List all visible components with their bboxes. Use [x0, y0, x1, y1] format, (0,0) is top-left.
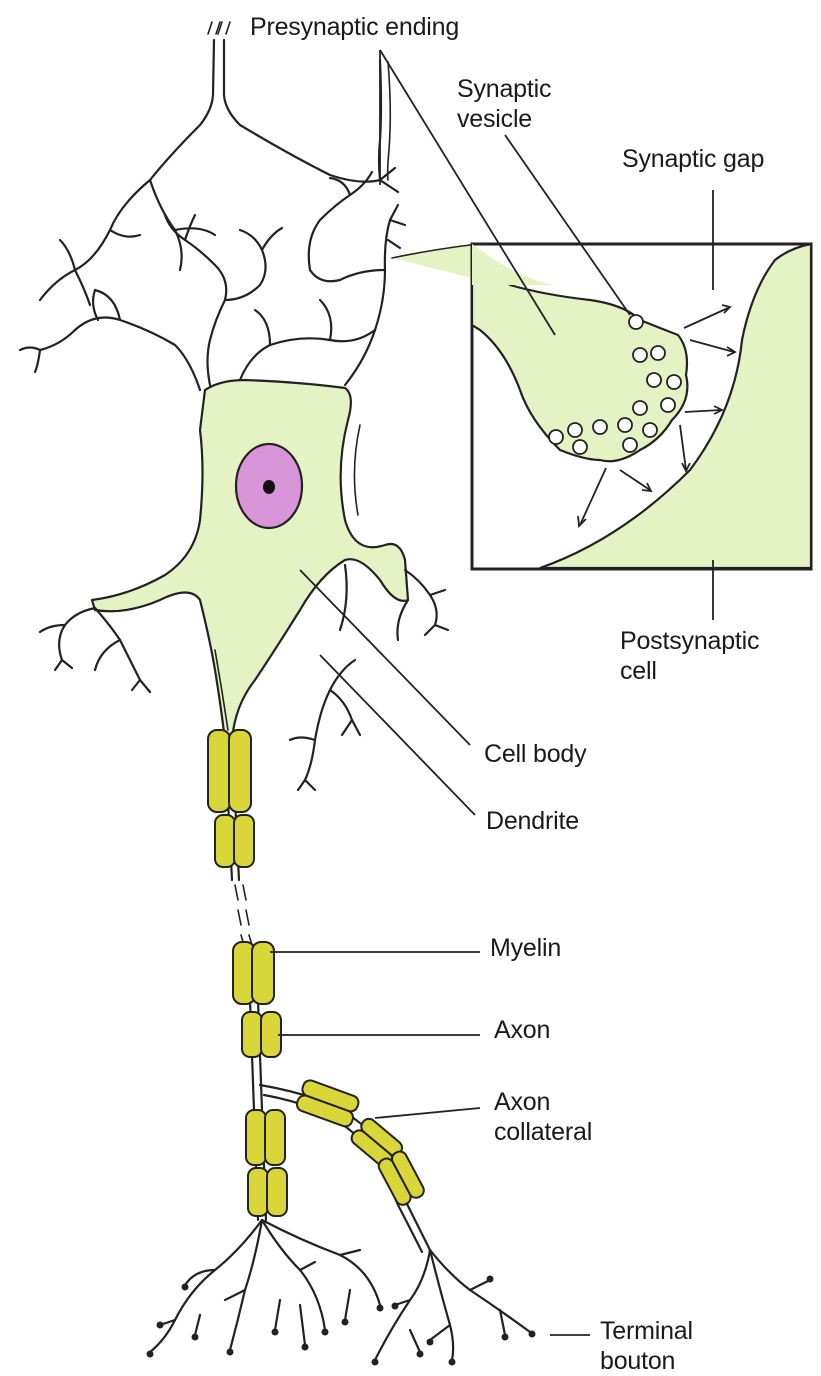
terminal-branches [147, 1220, 536, 1366]
label-axon-collateral: Axon collateral [494, 1087, 592, 1147]
synapse-inset [392, 244, 811, 569]
label-postsynaptic-cell: Postsynaptic cell [620, 626, 759, 686]
nucleus [236, 444, 302, 528]
incoming-fiber [40, 22, 380, 300]
label-synaptic-gap: Synaptic gap [622, 144, 764, 174]
cell-body-shape [92, 380, 408, 740]
label-axon: Axon [494, 1015, 550, 1045]
label-terminal-bouton: Terminal bouton [600, 1316, 693, 1376]
label-synaptic-vesicle: Synaptic vesicle [457, 74, 551, 134]
label-presynaptic-ending: Presynaptic ending [250, 12, 459, 42]
upper-dendritic-tree [20, 60, 405, 390]
label-cell-body: Cell body [484, 739, 586, 769]
myelin-sheaths [208, 730, 426, 1216]
label-myelin: Myelin [490, 933, 561, 963]
label-dendrite: Dendrite [486, 806, 579, 836]
